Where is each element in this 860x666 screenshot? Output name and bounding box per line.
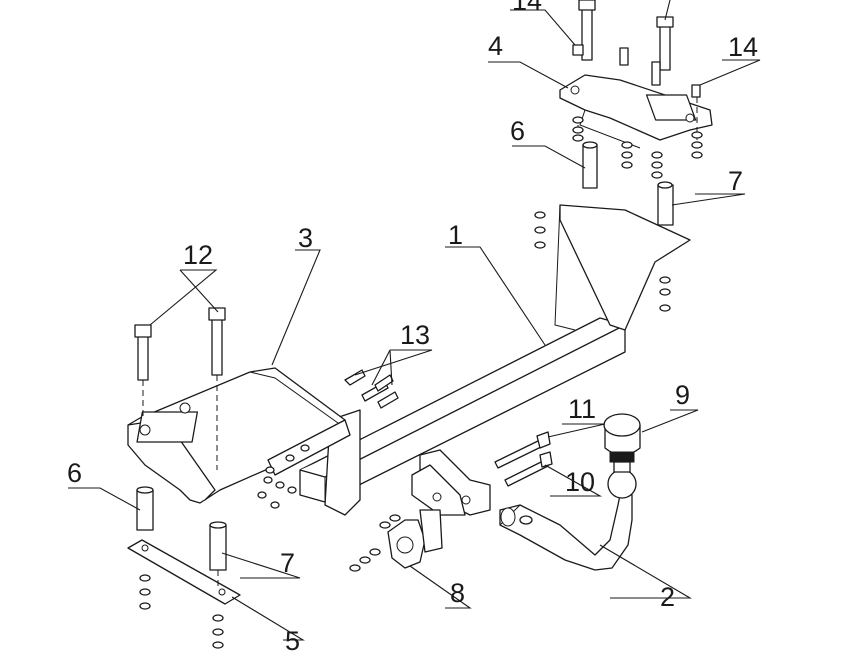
callout-12: 12	[183, 240, 213, 270]
bolt-group-13	[344, 369, 399, 409]
part-6-spacer-left	[136, 486, 154, 531]
part-3-left-bracket	[127, 367, 351, 504]
callout-11: 11	[568, 394, 596, 424]
callout-14-right: 14	[728, 32, 758, 62]
bolt-group-10-11	[494, 431, 553, 487]
callout-5: 5	[285, 626, 300, 656]
callout-9: 9	[675, 380, 690, 410]
callout-1: 1	[448, 220, 463, 250]
callout-7-left: 7	[280, 548, 295, 578]
part-4-right-bracket	[559, 74, 713, 149]
callout-13: 13	[400, 320, 430, 350]
callout-4: 4	[488, 31, 503, 61]
callout-7-right: 7	[728, 166, 743, 196]
fasteners-nuts-washers	[139, 116, 703, 649]
callout-6-left: 6	[67, 458, 82, 488]
callout-2: 2	[660, 582, 675, 612]
bolt-group-12	[134, 307, 226, 470]
part-7-spacer-right	[657, 181, 674, 226]
callout-10: 10	[565, 467, 595, 497]
part-1-crossbar	[299, 204, 691, 516]
part-6-spacer-right	[582, 141, 598, 189]
part-5-plate	[127, 539, 241, 605]
callout-8: 8	[450, 578, 465, 608]
leader-lines	[68, 0, 761, 641]
part-7-spacer-left	[209, 521, 227, 571]
callout-3: 3	[298, 223, 313, 253]
callout-6-right: 6	[510, 116, 525, 146]
part-8-socket-plate	[387, 509, 443, 569]
part-9-ball-cap	[603, 413, 641, 463]
callout-14-top: 14	[512, 0, 542, 16]
callout-labels: 1 2 3 4 5 6 6 7 7 8 9 10 11 12 13 14 14	[67, 0, 758, 656]
